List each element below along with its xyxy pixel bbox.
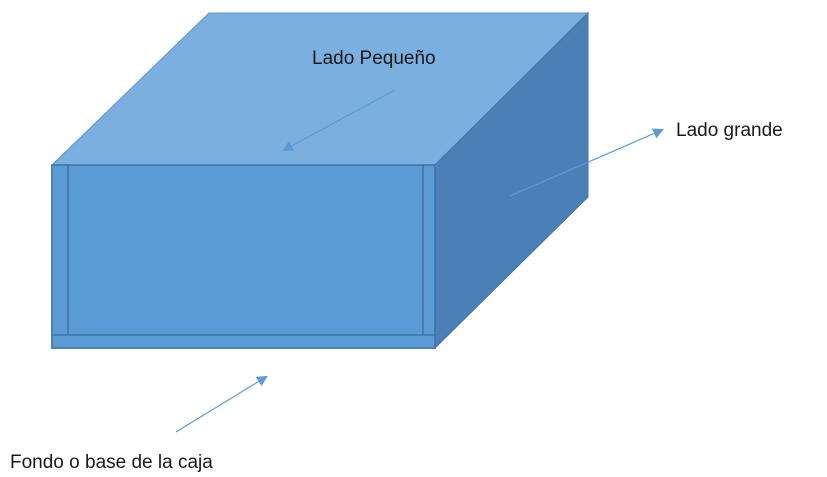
box-base-strip <box>51 334 436 349</box>
top-face-label: Lado Pequeño <box>312 48 436 69</box>
box-right-post <box>422 164 436 336</box>
arrow-to-base <box>175 375 268 433</box>
box-front-face <box>51 164 436 349</box>
arrow-to-top-face <box>282 89 396 152</box>
arrow-to-side-face <box>509 128 664 197</box>
side-face-label: Lado grande <box>676 120 783 141</box>
base-label: Fondo o base de la caja <box>10 452 213 473</box>
box-left-post <box>51 164 69 336</box>
